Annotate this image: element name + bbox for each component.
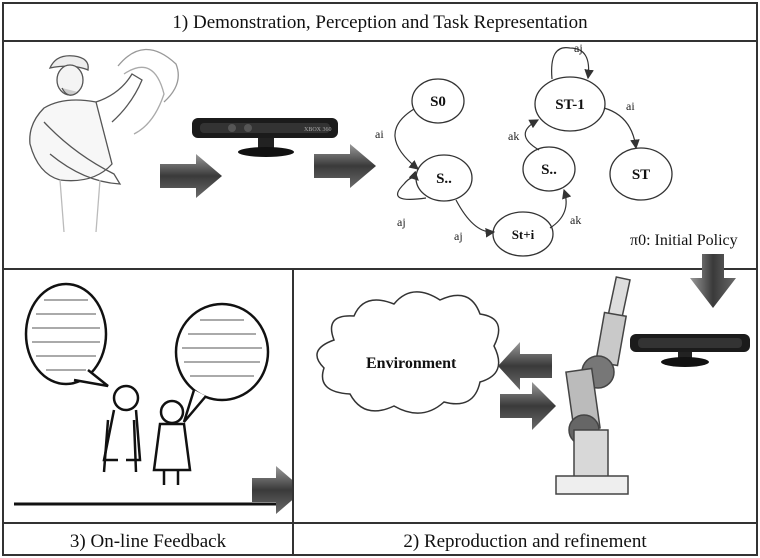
reproduction-panel: Environment 2) Reproduction and refineme…	[292, 268, 758, 556]
robot-arm	[555, 276, 631, 495]
svg-text:ak: ak	[508, 129, 519, 143]
state-st	[609, 147, 673, 201]
svg-text:S..: S..	[541, 162, 557, 178]
svg-text:S..: S..	[436, 171, 452, 187]
svg-text:ak: ak	[570, 213, 581, 227]
graph-edges	[394, 47, 640, 238]
demonstration-svg: XBOX 360 S0 S.. St+i	[29, 41, 738, 257]
reproduction-title: 2) Reproduction and refinement	[403, 531, 647, 552]
environment-label: Environment	[366, 355, 457, 372]
environment-cloud	[316, 291, 500, 414]
initial-policy-label: π0: Initial Policy	[630, 232, 738, 249]
arrow-right-1	[160, 154, 222, 198]
task-state-graph	[411, 76, 673, 257]
svg-text:ai: ai	[626, 99, 635, 113]
state-st-minus-1	[534, 76, 606, 132]
svg-text:ST: ST	[632, 167, 650, 183]
state-s0	[411, 78, 465, 124]
svg-text:S0: S0	[430, 94, 446, 110]
svg-text:aj: aj	[574, 41, 583, 55]
svg-text:aj: aj	[397, 215, 406, 229]
sensor-brand-text: XBOX 360	[304, 127, 332, 133]
reproduction-svg: Environment	[316, 276, 750, 495]
feedback-svg	[14, 282, 292, 514]
reproduction-caption-divider	[294, 522, 756, 524]
title-divider	[4, 40, 756, 42]
policy-down-arrow	[690, 254, 736, 308]
feedback-cartoon	[14, 282, 282, 506]
human-demonstrator-sketch	[29, 48, 179, 233]
kinect-sensor-top: XBOX 360	[192, 118, 338, 157]
arrow-right-to-robot	[500, 382, 556, 430]
svg-text:ai: ai	[375, 127, 384, 141]
edge-labels: ai aj aj ak ak aj ai	[375, 41, 635, 243]
svg-text:ST-1: ST-1	[555, 97, 584, 113]
online-feedback-panel: 3) On-line Feedback	[2, 268, 294, 556]
demonstration-panel: 1) Demonstration, Perception and Task Re…	[2, 2, 758, 272]
arrow-right-2	[314, 144, 376, 188]
state-s-dots-2	[522, 146, 576, 192]
feedback-caption-divider	[4, 522, 292, 524]
state-labels: S0 S.. St+i S.. ST-1 ST	[430, 94, 650, 242]
online-feedback-title: 3) On-line Feedback	[69, 531, 227, 552]
svg-text:aj: aj	[454, 229, 463, 243]
demonstration-panel-title: 1) Demonstration, Perception and Task Re…	[172, 12, 588, 33]
svg-text:St+i: St+i	[512, 227, 535, 242]
arrow-left-to-environment	[498, 342, 552, 390]
arrow-to-environment	[252, 466, 292, 514]
kinect-sensor-robot	[630, 334, 750, 367]
